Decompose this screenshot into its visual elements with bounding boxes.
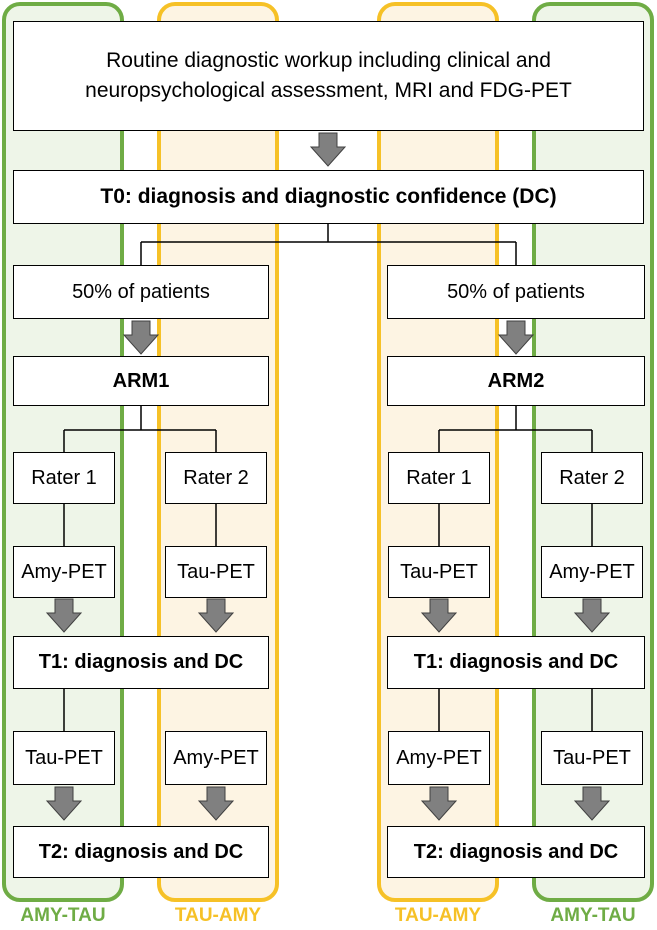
arrow-workup-to-t0 <box>309 132 347 167</box>
arm2-rater2-second-pet: Tau-PET <box>541 731 643 785</box>
arm2-split-box: 50% of patients <box>387 265 645 319</box>
arm2-box: ARM2 <box>387 356 645 406</box>
arm2-rater1-first-pet: Tau-PET <box>388 546 490 598</box>
arm1-rater2-first-pet: Tau-PET <box>165 546 267 598</box>
arm1-rater1-second-pet: Tau-PET <box>13 731 115 785</box>
lane-label-amy-tau-right: AMY-TAU <box>550 905 636 926</box>
workup-box: Routine diagnostic workup including clin… <box>13 21 644 131</box>
lane-label-amy-tau-left: AMY-TAU <box>20 905 106 926</box>
arm1-rater1-box: Rater 1 <box>13 452 115 504</box>
arm2-t1-box: T1: diagnosis and DC <box>387 636 645 689</box>
arrow-arm1-split <box>122 320 160 355</box>
arm1-split-box: 50% of patients <box>13 265 269 319</box>
arm1-rater2-box: Rater 2 <box>165 452 267 504</box>
arm1-box: ARM1 <box>13 356 269 406</box>
arm2-rater1-second-pet: Amy-PET <box>388 731 490 785</box>
lane-label-tau-amy-right: TAU-AMY <box>394 905 482 926</box>
arrow-arm2-split <box>497 320 535 355</box>
arm2-t2-box: T2: diagnosis and DC <box>387 826 645 878</box>
t0-box: T0: diagnosis and diagnostic confidence … <box>13 170 644 224</box>
lane-label-tau-amy-left: TAU-AMY <box>174 905 262 926</box>
arm2-rater2-first-pet: Amy-PET <box>541 546 643 598</box>
arm1-rater1-first-pet: Amy-PET <box>13 546 115 598</box>
arm2-rater1-box: Rater 1 <box>388 452 490 504</box>
arm1-t1-box: T1: diagnosis and DC <box>13 636 269 689</box>
arm2-rater2-box: Rater 2 <box>541 452 643 504</box>
arm1-rater2-second-pet: Amy-PET <box>165 731 267 785</box>
arm1-t2-box: T2: diagnosis and DC <box>13 826 269 878</box>
